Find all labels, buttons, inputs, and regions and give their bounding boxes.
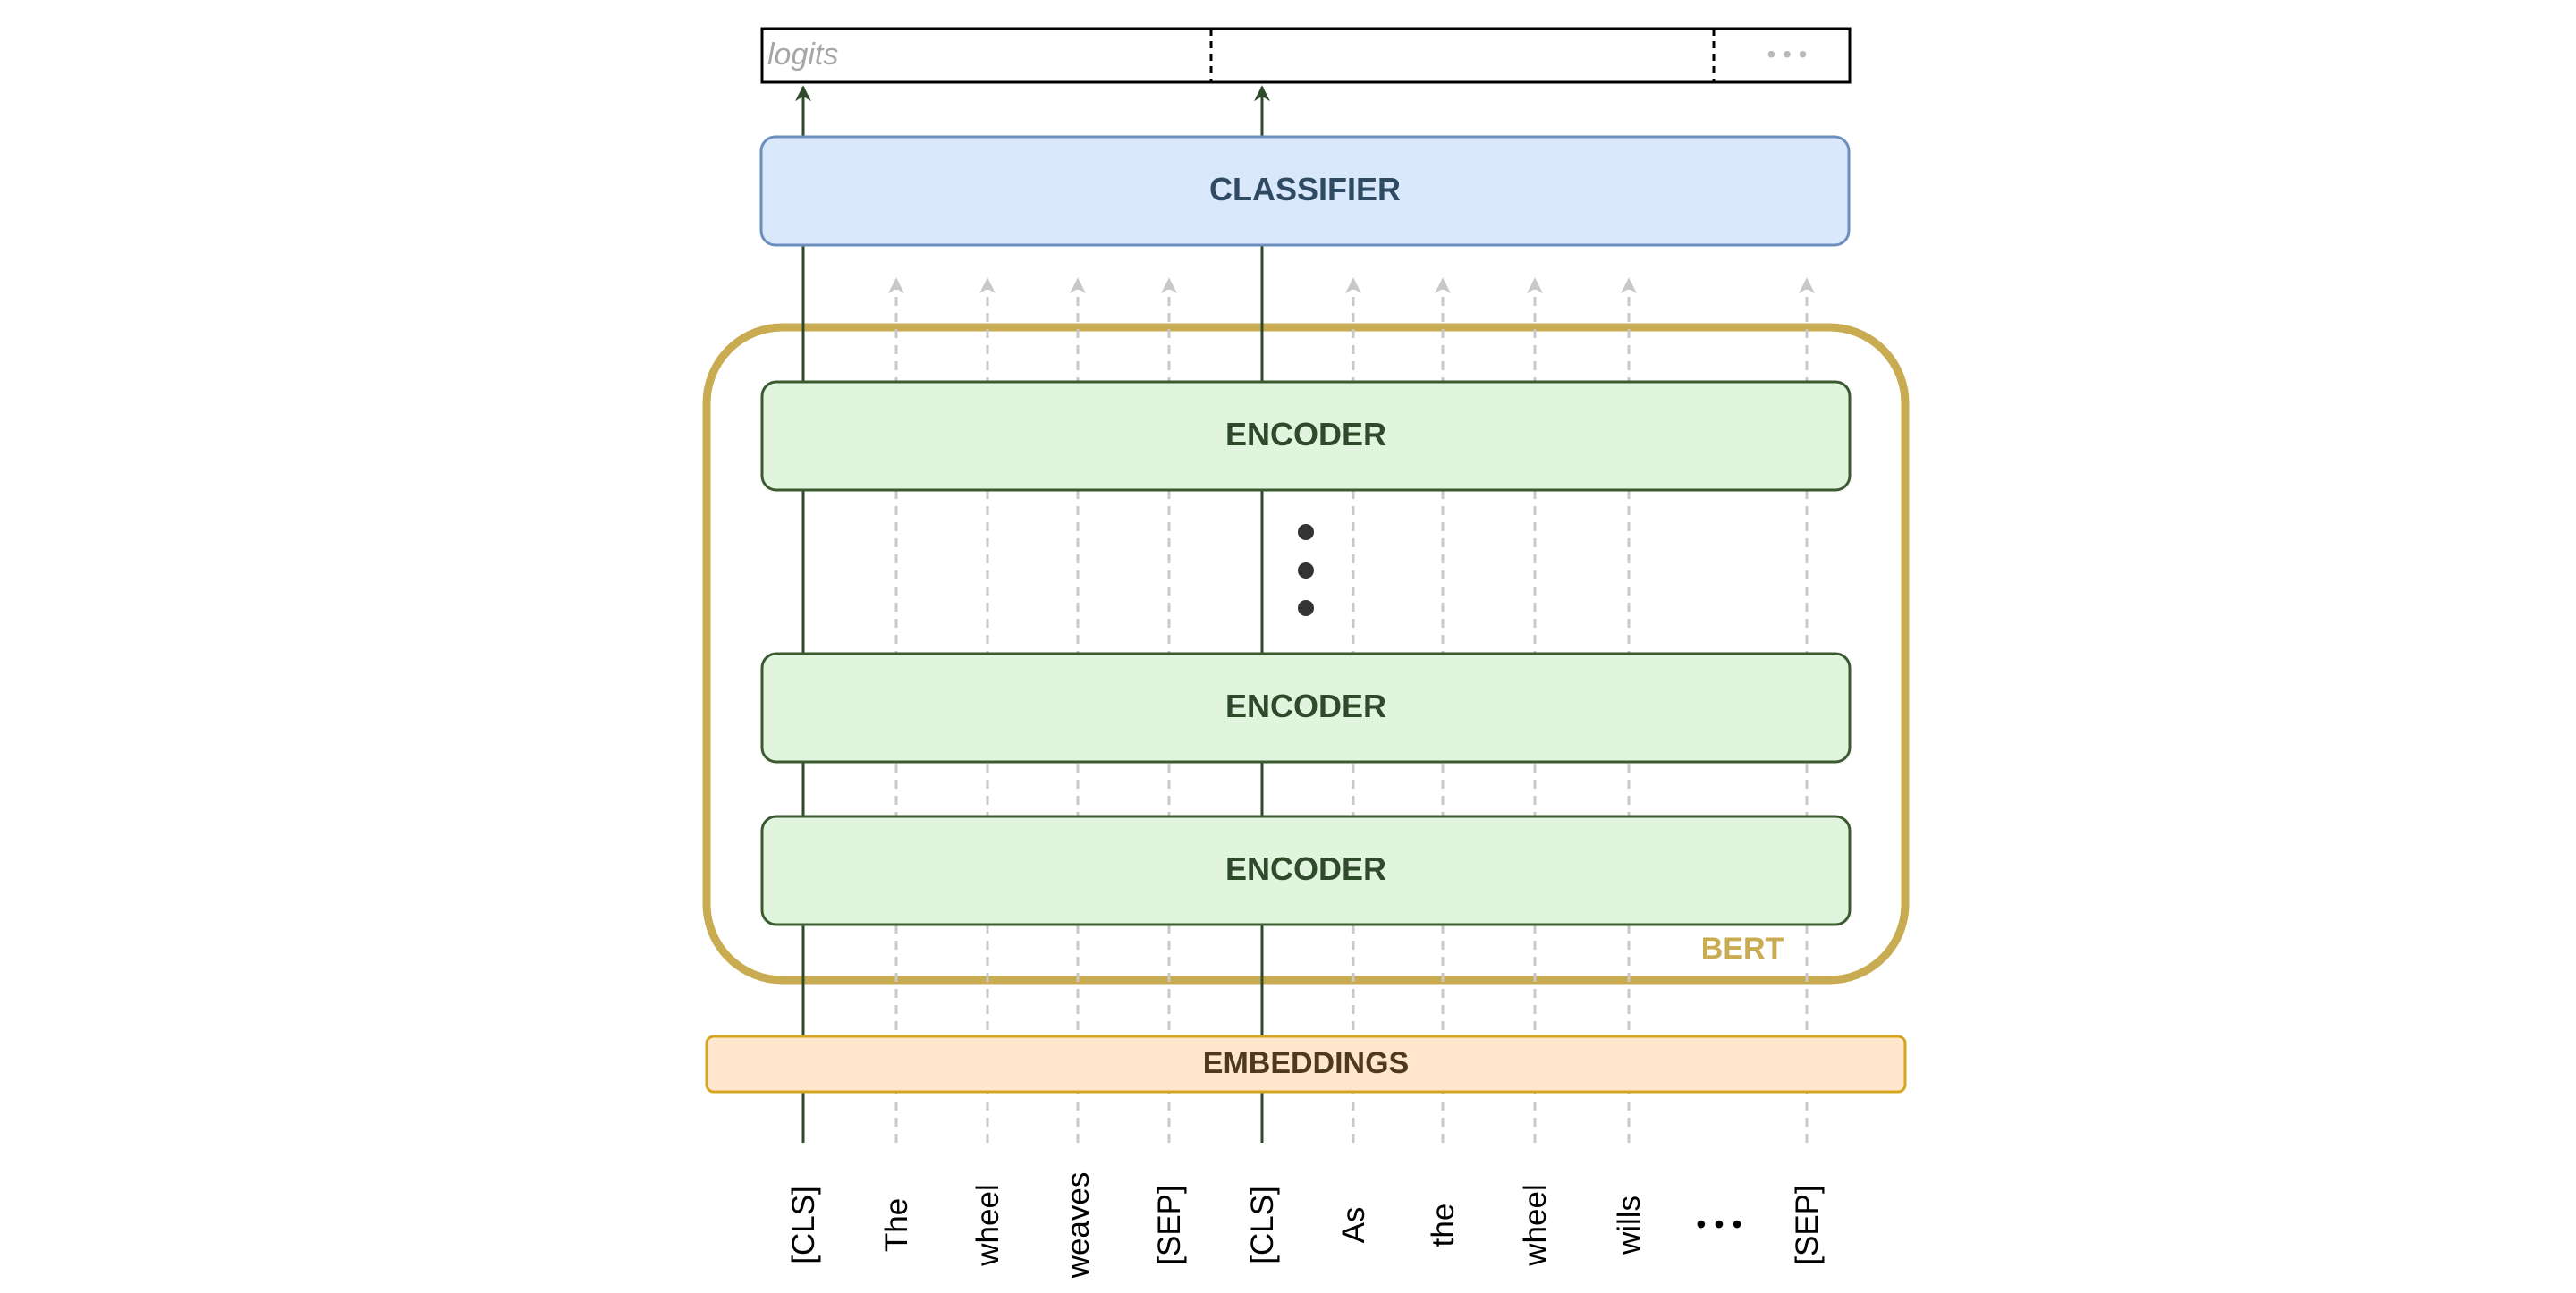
encoder-ellipsis xyxy=(1298,524,1314,616)
token-label: weaves xyxy=(1061,1172,1096,1280)
classifier-box: CLASSIFIER xyxy=(759,135,1851,247)
logits-label: logits xyxy=(767,38,838,72)
encoder-label: ENCODER xyxy=(1225,850,1386,887)
encoder-box-bottom: ENCODER xyxy=(760,815,1852,926)
token-label: the xyxy=(1426,1204,1461,1247)
token-label: wills xyxy=(1612,1196,1647,1255)
token-ellipsis: • • • xyxy=(1696,1208,1741,1240)
token-label: [CLS] xyxy=(786,1186,821,1264)
bert-label: BERT xyxy=(1701,932,1784,966)
encoder-box-middle: ENCODER xyxy=(760,652,1852,764)
token-labels: [CLS] The wheel weaves [SEP] [CLS] As th… xyxy=(786,1172,1825,1280)
logits-more: • • • xyxy=(1767,40,1808,68)
embeddings-label: EMBEDDINGS xyxy=(1203,1046,1409,1080)
encoder-label: ENCODER xyxy=(1225,688,1386,724)
token-label: [SEP] xyxy=(1790,1185,1825,1264)
encoder-box-top: ENCODER xyxy=(760,380,1852,492)
token-label: As xyxy=(1336,1207,1371,1244)
token-label: [SEP] xyxy=(1152,1185,1187,1264)
encoder-label: ENCODER xyxy=(1225,416,1386,452)
token-label: The xyxy=(879,1198,914,1252)
classifier-label: CLASSIFIER xyxy=(1209,171,1401,207)
embeddings-box: EMBEDDINGS xyxy=(705,1035,1907,1094)
logits-bar: logits • • • xyxy=(760,27,1852,84)
token-label: [CLS] xyxy=(1245,1186,1280,1264)
token-label: wheel xyxy=(1518,1184,1553,1266)
cls-connectors xyxy=(795,85,1270,1143)
token-label: wheel xyxy=(970,1184,1005,1266)
bert-container xyxy=(702,323,1910,985)
